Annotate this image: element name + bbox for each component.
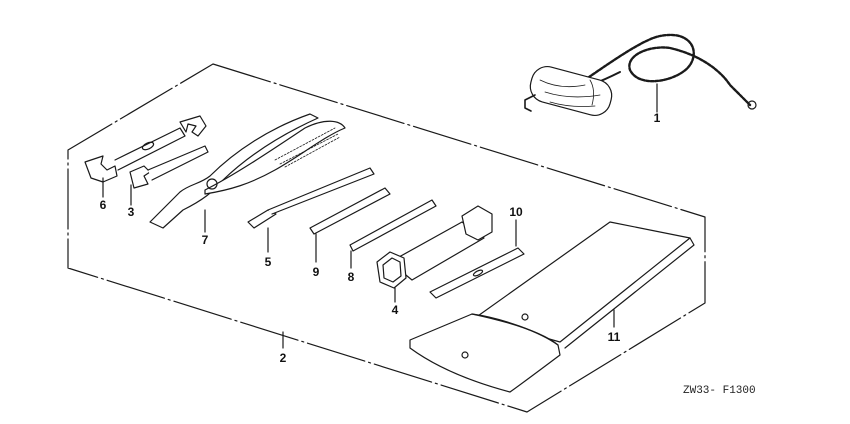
callout-1[interactable]: 1 [653, 111, 661, 125]
handle-bar-icon [429, 219, 525, 299]
flat-screwdriver-icon [247, 167, 375, 253]
emergency-stop-cord-icon [524, 33, 757, 117]
tool-set-group-outline [67, 63, 706, 413]
small-wrench-icon [129, 145, 209, 206]
callout-10[interactable]: 10 [509, 205, 523, 219]
phillips-screwdriver-icon [349, 199, 437, 269]
callout-9[interactable]: 9 [312, 265, 320, 279]
grip-screwdriver-icon [309, 187, 391, 263]
tool-bag-icon [409, 221, 695, 393]
callout-8[interactable]: 8 [347, 270, 355, 284]
callout-3[interactable]: 3 [127, 205, 135, 219]
diagram-code: ZW33- F1300 [683, 385, 756, 397]
callout-11[interactable]: 11 [607, 330, 621, 344]
callout-2[interactable]: 2 [279, 351, 287, 365]
open-end-wrench-icon [84, 115, 207, 198]
pliers-icon [149, 113, 346, 233]
callout-7[interactable]: 7 [201, 233, 209, 247]
plug-socket-wrench-icon [376, 205, 493, 303]
callout-5[interactable]: 5 [264, 255, 272, 269]
callout-4[interactable]: 4 [391, 303, 399, 317]
callout-6[interactable]: 6 [99, 198, 107, 212]
